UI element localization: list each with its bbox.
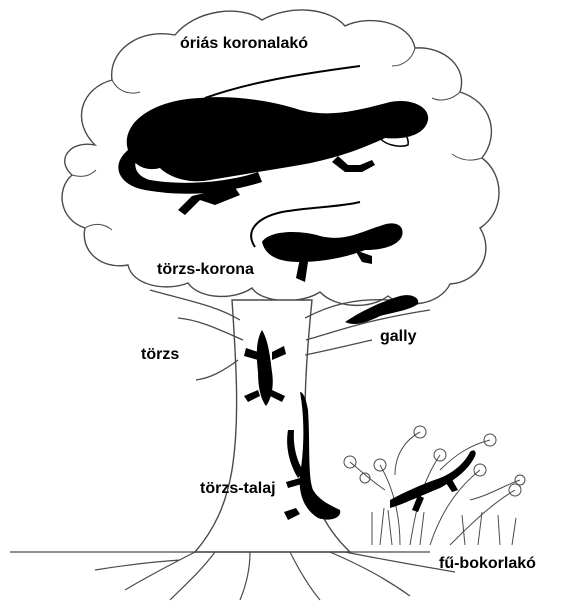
label-grass-bush: fű-bokorlakó: [439, 556, 536, 572]
label-trunk-ground: törzs-talaj: [200, 481, 276, 497]
label-trunk: törzs: [141, 347, 179, 363]
lizard-grass-bush: [390, 450, 476, 512]
tree-roots: [95, 552, 455, 600]
label-twig: gally: [380, 329, 416, 345]
label-trunk-crown: törzs-korona: [157, 262, 254, 278]
label-crown-giant: óriás koronalakó: [180, 36, 308, 52]
